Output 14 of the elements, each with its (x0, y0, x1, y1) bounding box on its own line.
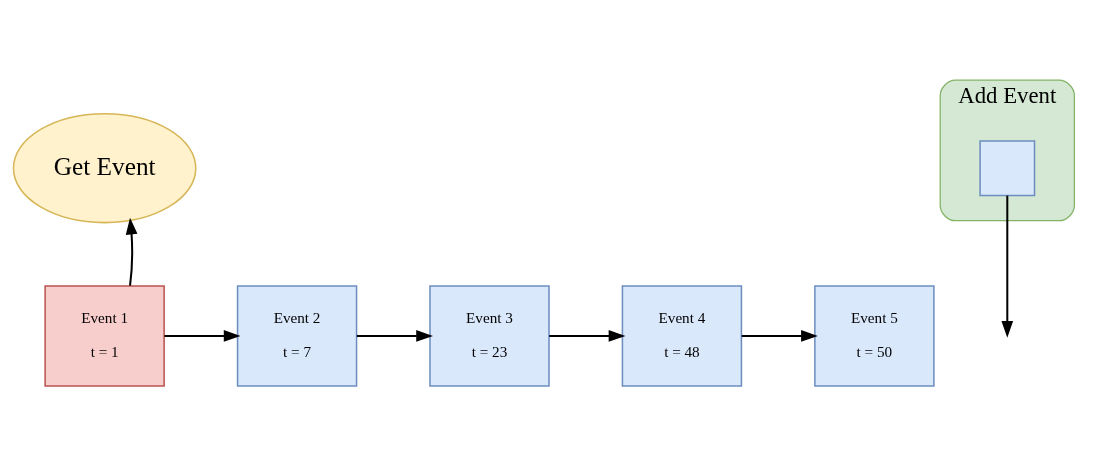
node-box (979, 140, 1036, 197)
arrow (356, 330, 433, 342)
arrow (164, 330, 241, 342)
cluster: Add Event (939, 79, 1076, 222)
arrow (1001, 195, 1014, 338)
arrow (741, 330, 818, 342)
node-ellipse: Get Event (12, 112, 197, 224)
node-box: Event 3 t = 23 (429, 285, 550, 387)
node-box: Event 5 t = 50 (814, 285, 935, 387)
arrow (549, 330, 626, 342)
node-box: Event 4 t = 48 (621, 285, 743, 387)
node-box: Event 1 t = 1 (44, 285, 165, 387)
arrow (125, 217, 138, 286)
node-box: Event 2 t = 7 (236, 285, 358, 387)
